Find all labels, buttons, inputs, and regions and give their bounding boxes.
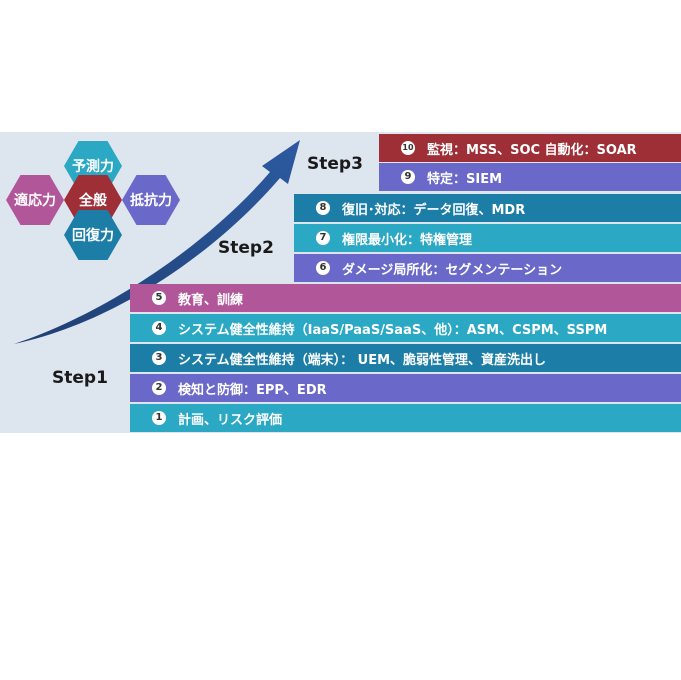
bar-label: 検知と防御：EPP、EDR xyxy=(178,382,327,398)
hex-teiko: 抵抗力 xyxy=(122,175,180,225)
bar-number: 4 xyxy=(152,321,166,335)
bar-number: 6 xyxy=(316,261,330,275)
bar-number: 2 xyxy=(152,381,166,395)
bar-label: システム健全性維持（端末）： UEM、脆弱性管理、資産洗出し xyxy=(178,352,547,368)
bar-education: 5 教育、訓練 xyxy=(130,284,681,312)
bar-number: 5 xyxy=(152,291,166,305)
bar-number: 10 xyxy=(401,141,415,155)
step3-label: Step3 xyxy=(307,154,363,174)
step2-label: Step2 xyxy=(218,238,274,258)
growth-arrow xyxy=(14,140,300,344)
bar-endpoint-integrity: 3 システム健全性維持（端末）： UEM、脆弱性管理、資産洗出し xyxy=(130,344,681,372)
bar-label: ダメージ局所化：セグメンテーション xyxy=(342,262,563,278)
bar-label: 権限最小化：特権管理 xyxy=(342,232,473,248)
bar-label: 計画、リスク評価 xyxy=(178,412,283,428)
bar-label: システム健全性維持（IaaS/PaaS/SaaS、他）：ASM、CSPM、SSP… xyxy=(178,322,608,338)
bar-detection: 2 検知と防御：EPP、EDR xyxy=(130,374,681,402)
bar-number: 9 xyxy=(401,170,415,184)
bar-cloud-integrity: 4 システム健全性維持（IaaS/PaaS/SaaS、他）：ASM、CSPM、S… xyxy=(130,314,681,342)
bar-label: 教育、訓練 xyxy=(178,292,244,308)
bar-damage-localization: 6 ダメージ局所化：セグメンテーション xyxy=(294,254,681,282)
bar-planning: 1 計画、リスク評価 xyxy=(130,404,681,432)
bar-label: 復旧･対応：データ回復、MDR xyxy=(342,202,526,218)
bar-number: 7 xyxy=(316,231,330,245)
bar-number: 1 xyxy=(152,411,166,425)
bar-number: 8 xyxy=(316,201,330,215)
bar-identify: 9 特定：SIEM xyxy=(379,163,681,191)
bar-recovery: 8 復旧･対応：データ回復、MDR xyxy=(294,194,681,222)
bar-label: 特定：SIEM xyxy=(427,171,503,187)
bar-number: 3 xyxy=(152,351,166,365)
bar-monitoring: 10 監視：MSS、SOC 自動化：SOAR xyxy=(379,134,681,162)
bar-least-privilege: 7 権限最小化：特権管理 xyxy=(294,224,681,252)
bar-label: 監視：MSS、SOC 自動化：SOAR xyxy=(427,142,637,158)
step1-label: Step1 xyxy=(52,368,108,388)
